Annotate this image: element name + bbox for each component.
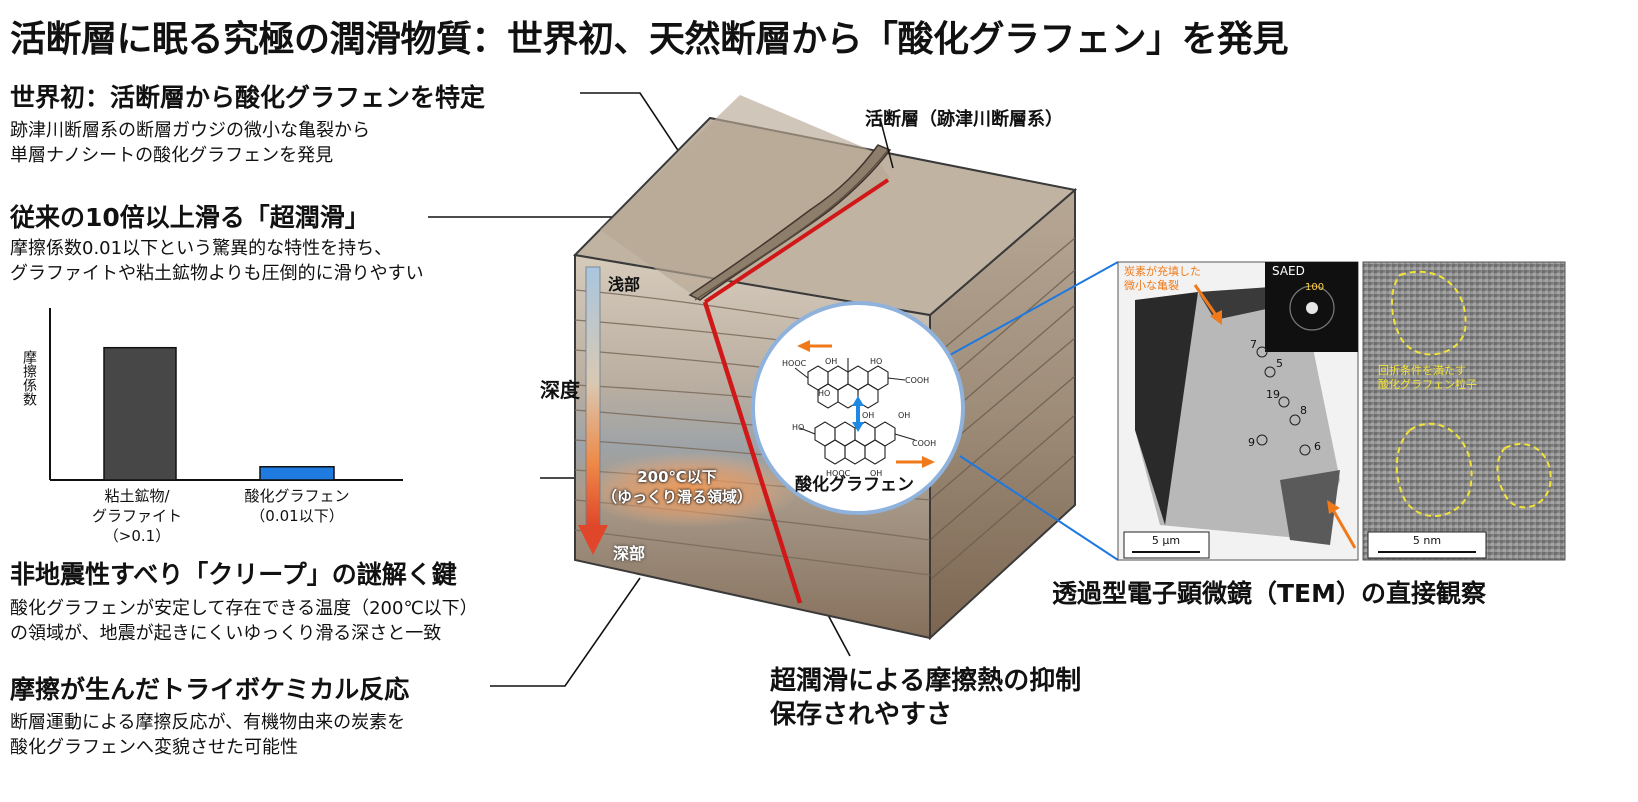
graphene-oxide-molecule-2: [799, 421, 916, 465]
tem-number-19: 19: [1266, 388, 1280, 401]
saed-label: SAED: [1272, 264, 1305, 278]
tem-number-7: 7: [1250, 338, 1257, 351]
tem-right-note-line-2: 酸化グラフェン粒子: [1378, 378, 1477, 391]
tem-number-6: 6: [1314, 440, 1321, 453]
section-1-body: 跡津川断層系の断層ガウジの微小な亀裂から 単層ナノシートの酸化グラフェンを発見: [10, 118, 370, 168]
section-3-line-1: 酸化グラフェンが安定して存在できる温度（200℃以下）: [10, 598, 478, 619]
tem-left-note-line-2: 微小な亀裂: [1124, 279, 1179, 292]
tem-sample-circles: [1256, 346, 1311, 456]
section-3-line-2: の領域が、地震が起きにくいゆっくり滑る深さと一致: [10, 623, 442, 644]
temperature-glow: [580, 452, 800, 528]
bottom-label: 超潤滑による摩擦熱の抑制 保存されやすさ: [770, 664, 1081, 732]
chart-bar-1: [103, 346, 177, 481]
svg-text:OH: OH: [870, 469, 882, 478]
section-4-heading: 摩擦が生んだトライボケミカル反応: [10, 675, 410, 704]
tem-number-9: 9: [1248, 436, 1255, 449]
svg-text:HOOC: HOOC: [782, 359, 807, 368]
fault-label: 活断層（跡津川断層系）: [865, 109, 1063, 130]
chart-category-1-line-2: グラファイト: [91, 507, 182, 525]
section-1-line-2: 単層ナノシートの酸化グラフェンを発見: [10, 145, 334, 166]
tem-caption: 透過型電子顕微鏡（TEM）の直接観察: [1052, 579, 1487, 608]
svg-text:HO: HO: [870, 357, 882, 366]
svg-text:HOOC: HOOC: [826, 469, 851, 478]
callout-line-bottom: [959, 455, 1119, 561]
svg-text:HO: HO: [818, 389, 830, 398]
section-1-line-1: 跡津川断層系の断層ガウジの微小な亀裂から: [10, 120, 370, 141]
svg-text:OH: OH: [898, 411, 910, 420]
tem-right-scale: 5 nm: [1412, 534, 1442, 547]
zone-label-line-2: （ゆっくり滑る領域）: [602, 488, 753, 506]
chart-category-2-line-1: 酸化グラフェン: [244, 487, 350, 505]
section-4-line-2: 酸化グラフェンへ変貌させた可能性: [10, 737, 298, 758]
chart-category-1-line-3: （>0.1）: [103, 527, 171, 545]
molecule-group-labels: HOOC OH HO COOH HO HO OH OH COOH HOOC OH: [782, 357, 936, 478]
fault-scarp: [688, 144, 892, 301]
chart-category-2-line-2: （0.01以下）: [250, 507, 344, 525]
tem-number-8: 8: [1300, 404, 1307, 417]
fault-trace-surface: [703, 178, 890, 304]
section-4-body: 断層運動による摩擦反応が、有機物由来の炭素を 酸化グラフェンへ変貌させた可能性: [10, 710, 405, 760]
section-2-heading: 従来の10倍以上滑る「超潤滑」: [10, 203, 370, 232]
chart-category-2: 酸化グラフェン （0.01以下）: [222, 486, 372, 526]
shallow-label: 浅部: [608, 275, 641, 294]
depth-label: 深度: [540, 378, 580, 402]
tem-right-note: 回折条件を満たす 酸化グラフェン粒子: [1378, 364, 1477, 392]
graphene-oxide-molecule-1: [794, 358, 906, 409]
chart-category-1-line-1: 粘土鉱物/: [104, 487, 170, 505]
deep-label: 深部: [613, 544, 646, 563]
tem-number-5: 5: [1276, 357, 1283, 370]
zone-label-line-1: 200℃以下: [637, 468, 717, 486]
svg-text:HO: HO: [792, 423, 804, 432]
saed-ring-label: 100: [1305, 282, 1325, 293]
tem-left-note-line-1: 炭素が充填した: [1124, 265, 1201, 278]
svg-text:OH: OH: [825, 357, 837, 366]
section-1-heading: 世界初：活断層から酸化グラフェンを特定: [10, 83, 486, 112]
bottom-label-line-1: 超潤滑による摩擦熱の抑制: [770, 666, 1082, 696]
callout-line-top: [949, 261, 1119, 356]
tem-left-note: 炭素が充填した 微小な亀裂: [1124, 265, 1201, 293]
section-2-line-1: 摩擦係数0.01以下という驚異的な特性を持ち、: [10, 238, 393, 259]
chart-category-1: 粘土鉱物/ グラファイト （>0.1）: [82, 486, 192, 546]
leader-line-4: [490, 577, 641, 687]
section-4-line-1: 断層運動による摩擦反応が、有機物由来の炭素を: [10, 712, 406, 733]
tem-right-note-line-1: 回折条件を満たす: [1378, 364, 1466, 377]
particle-outlines: [1390, 270, 1552, 517]
tem-left-scale: 5 μm: [1151, 534, 1181, 547]
svg-text:OH: OH: [862, 411, 874, 420]
bottom-label-line-2: 保存されやすさ: [770, 700, 953, 730]
chart-y-label: 摩擦係数: [21, 350, 37, 406]
section-2-body: 摩擦係数0.01以下という驚異的な特性を持ち、 グラファイトや粘土鉱物よりも圧倒…: [10, 236, 424, 286]
graphene-oxide-label: 酸化グラフェン: [795, 475, 914, 495]
section-3-heading: 非地震性すべり「クリープ」の謎解く鍵: [10, 560, 457, 589]
zone-label: 200℃以下 （ゆっくり滑る領域）: [602, 467, 752, 507]
section-2-line-2: グラファイトや粘土鉱物よりも圧倒的に滑りやすい: [10, 263, 424, 284]
svg-text:COOH: COOH: [905, 376, 929, 385]
section-3-body: 酸化グラフェンが安定して存在できる温度（200℃以下） の領域が、地震が起きにく…: [10, 596, 478, 646]
fault-trace-depth: [702, 301, 803, 604]
page-title: 活断層に眠る究極の潤滑物質：世界初、天然断層から「酸化グラフェン」を発見: [10, 19, 1289, 60]
depth-arrow-head: [578, 525, 608, 555]
svg-text:COOH: COOH: [912, 439, 936, 448]
depth-bar: [585, 266, 601, 528]
chart-bar-2: [259, 466, 335, 481]
chart-bars: [103, 346, 335, 481]
